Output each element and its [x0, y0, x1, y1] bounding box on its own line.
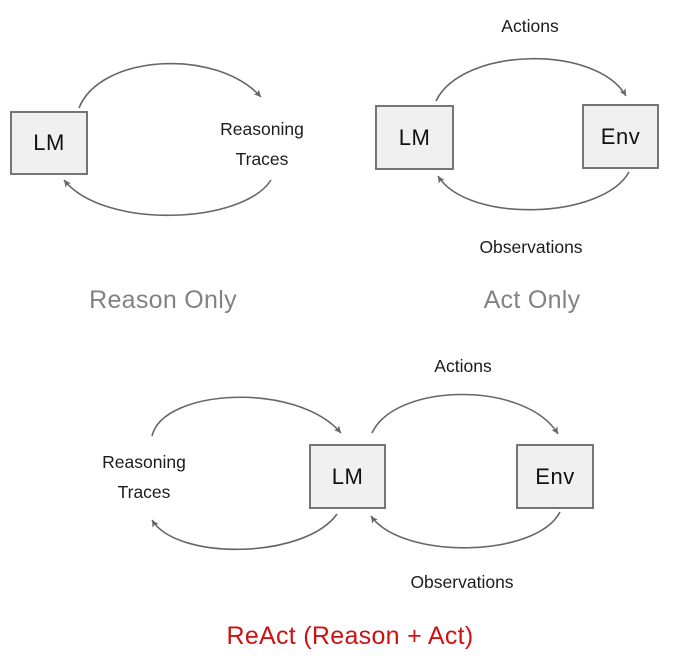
lm-node-reason-only: LM: [10, 111, 88, 175]
lm-node-react: LM: [309, 444, 386, 509]
reason-only-bottom-curve-arrow: [63, 179, 272, 217]
act-only-actions-curve-arrow: [435, 57, 627, 102]
caption-reason-only: Reason Only: [89, 286, 237, 314]
reasoning-traces-line1: Reasoning: [220, 119, 304, 139]
caption-react: ReAct (Reason + Act): [226, 622, 474, 650]
observations-label-act-only: Observations: [479, 237, 583, 257]
env-node-act-only: Env: [582, 104, 659, 169]
act-only-observations-curve-arrow: [437, 171, 630, 211]
react-actions-curve-arrow: [371, 393, 559, 435]
actions-label-act-only: Actions: [501, 16, 559, 36]
lm-node-act-only: LM: [375, 105, 454, 170]
env-node-react: Env: [516, 444, 594, 509]
react-reasoning-bottom-curve-arrow: [151, 513, 338, 551]
react-observations-curve-arrow: [370, 511, 561, 549]
actions-label-react: Actions: [434, 356, 492, 376]
reasoning-traces-label-react: Reasoning Traces: [102, 447, 186, 507]
react-reasoning-top-curve-arrow: [151, 396, 342, 437]
reasoning-traces-label-reason-only: Reasoning Traces: [220, 114, 304, 174]
observations-label-react: Observations: [410, 572, 514, 592]
reason-only-top-curve-arrow: [78, 62, 262, 109]
reasoning-traces-line2: Traces: [235, 149, 289, 169]
caption-act-only: Act Only: [483, 286, 581, 314]
reasoning-traces-line2: Traces: [117, 482, 171, 502]
reasoning-traces-line1: Reasoning: [102, 452, 186, 472]
